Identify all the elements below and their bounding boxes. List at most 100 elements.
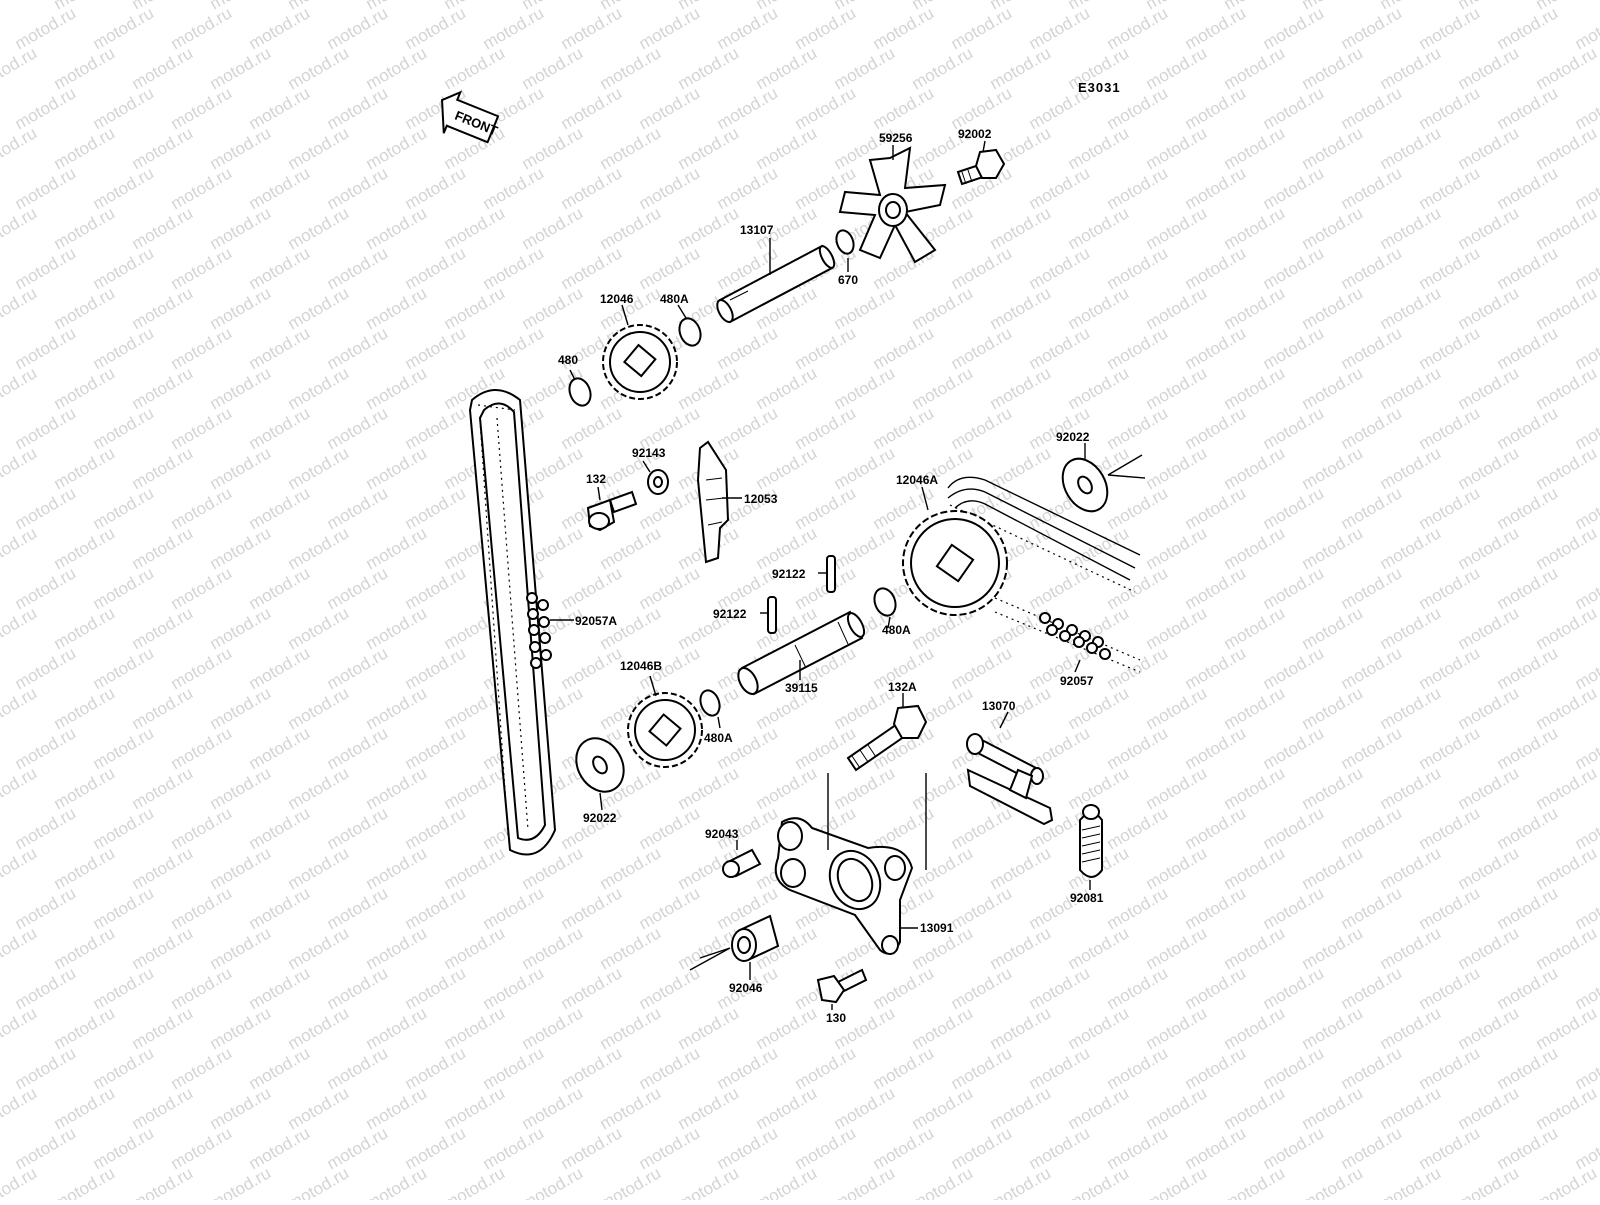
watermark-text: motod.ru xyxy=(1377,43,1445,93)
watermark-text: motod.ru xyxy=(1143,763,1211,813)
watermark-text: motod.ru xyxy=(12,163,80,213)
watermark-text: motod.ru xyxy=(0,683,40,733)
watermark-text: motod.ru xyxy=(987,43,1055,93)
watermark-text: motod.ru xyxy=(1455,1163,1523,1200)
watermark-text: motod.ru xyxy=(12,83,80,133)
watermark-text: motod.ru xyxy=(0,443,40,493)
watermark-text: motod.ru xyxy=(0,0,40,13)
watermark-text: motod.ru xyxy=(1533,523,1600,573)
watermark-text: motod.ru xyxy=(0,763,40,813)
watermark-text: motod.ru xyxy=(12,883,80,933)
watermark-text: motod.ru xyxy=(51,843,119,893)
watermark-text: motod.ru xyxy=(870,403,938,453)
label-480a-mid: 480A xyxy=(882,623,911,637)
watermark-text: motod.ru xyxy=(1299,1003,1367,1053)
watermark-text: motod.ru xyxy=(1494,723,1562,773)
watermark-text: motod.ru xyxy=(558,3,626,53)
label-92122-b: 92122 xyxy=(713,607,747,621)
label-480a-low: 480A xyxy=(704,731,733,745)
watermark-text: motod.ru xyxy=(51,123,119,173)
watermark-text: motod.ru xyxy=(246,323,314,373)
watermark-text: motod.ru xyxy=(1494,243,1562,293)
watermark-text: motod.ru xyxy=(1260,83,1328,133)
watermark-text: motod.ru xyxy=(324,83,392,133)
watermark-text: motod.ru xyxy=(1182,723,1250,773)
watermark-text: motod.ru xyxy=(51,603,119,653)
watermark-text: motod.ru xyxy=(1455,443,1523,493)
watermark-text: motod.ru xyxy=(1416,643,1484,693)
watermark-text: motod.ru xyxy=(12,1123,80,1173)
watermark-text: motod.ru xyxy=(1299,123,1367,173)
watermark-text: motod.ru xyxy=(1377,203,1445,253)
watermark-text: motod.ru xyxy=(1221,923,1289,973)
watermark-text: motod.ru xyxy=(1533,1003,1600,1053)
sprocket-12046a-icon xyxy=(903,511,1007,615)
watermark-text: motod.ru xyxy=(558,963,626,1013)
watermark-text: motod.ru xyxy=(129,1083,197,1133)
watermark-text: motod.ru xyxy=(1221,843,1289,893)
watermark-text: motod.ru xyxy=(324,883,392,933)
watermark-text: motod.ru xyxy=(1338,803,1406,853)
watermark-text: motod.ru xyxy=(1143,203,1211,253)
watermark-text: motod.ru xyxy=(1533,683,1600,733)
watermark-text: motod.ru xyxy=(1260,403,1328,453)
watermark-text: motod.ru xyxy=(207,683,275,733)
watermark-text: motod.ru xyxy=(558,643,626,693)
watermark-text: motod.ru xyxy=(1338,723,1406,773)
watermark-text: motod.ru xyxy=(636,563,704,613)
watermark-text: motod.ru xyxy=(1299,1163,1367,1200)
label-92057a: 92057A xyxy=(575,614,617,628)
watermark-text: motod.ru xyxy=(0,163,1,213)
watermark-text: motod.ru xyxy=(1533,443,1600,493)
watermark-text: motod.ru xyxy=(1338,3,1406,53)
watermark-text: motod.ru xyxy=(1299,523,1367,573)
watermark-text: motod.ru xyxy=(441,1003,509,1053)
watermark-text: motod.ru xyxy=(1182,83,1250,133)
watermark-text: motod.ru xyxy=(675,1083,743,1133)
watermark-text: motod.ru xyxy=(1338,563,1406,613)
watermark-text: motod.ru xyxy=(558,1043,626,1093)
watermark-text: motod.ru xyxy=(12,323,80,373)
watermark-text: motod.ru xyxy=(1377,1003,1445,1053)
watermark-text: motod.ru xyxy=(1143,843,1211,893)
pin-92122-b-icon xyxy=(768,597,776,633)
watermark-text: motod.ru xyxy=(675,43,743,93)
watermark-text: motod.ru xyxy=(636,1123,704,1173)
watermark-text: motod.ru xyxy=(1104,883,1172,933)
watermark-text: motod.ru xyxy=(480,3,548,53)
watermark-text: motod.ru xyxy=(1455,523,1523,573)
watermark-text: motod.ru xyxy=(1026,163,1094,213)
watermark-text: motod.ru xyxy=(831,363,899,413)
watermark-text: motod.ru xyxy=(0,323,1,373)
watermark-text: motod.ru xyxy=(168,3,236,53)
watermark-text: motod.ru xyxy=(207,843,275,893)
watermark-text: motod.ru xyxy=(1377,683,1445,733)
watermark-text: motod.ru xyxy=(1026,963,1094,1013)
watermark-text: motod.ru xyxy=(0,83,1,133)
watermark-text: motod.ru xyxy=(831,523,899,573)
watermark-text: motod.ru xyxy=(90,403,158,453)
watermark-text: motod.ru xyxy=(948,1123,1016,1173)
watermark-text: motod.ru xyxy=(870,3,938,53)
watermark-text: motod.ru xyxy=(51,1003,119,1053)
watermark-text: motod.ru xyxy=(1299,1083,1367,1133)
watermark-text: motod.ru xyxy=(1026,1123,1094,1173)
watermark-text: motod.ru xyxy=(402,243,470,293)
watermark-text: motod.ru xyxy=(129,123,197,173)
watermark-text: motod.ru xyxy=(1533,843,1600,893)
watermark-text: motod.ru xyxy=(441,763,509,813)
watermark-text: motod.ru xyxy=(168,643,236,693)
watermark-text: motod.ru xyxy=(1104,963,1172,1013)
watermark-text: motod.ru xyxy=(1143,923,1211,973)
watermark-text: motod.ru xyxy=(1143,363,1211,413)
watermark-text: motod.ru xyxy=(285,43,353,93)
watermark-text: motod.ru xyxy=(0,923,40,973)
watermark-text: motod.ru xyxy=(1182,803,1250,853)
watermark-text: motod.ru xyxy=(1377,763,1445,813)
label-92081: 92081 xyxy=(1070,891,1104,905)
watermark-text: motod.ru xyxy=(207,443,275,493)
watermark-text: motod.ru xyxy=(324,163,392,213)
watermark-text: motod.ru xyxy=(987,843,1055,893)
watermark-text: motod.ru xyxy=(1026,1043,1094,1093)
watermark-text: motod.ru xyxy=(90,643,158,693)
